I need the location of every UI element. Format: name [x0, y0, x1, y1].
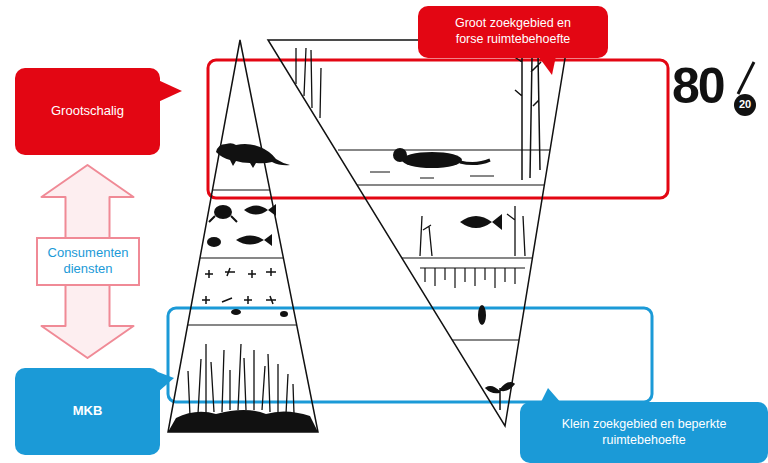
- callout-box: Groot zoekgebied en forse ruimtebehoefte: [418, 6, 608, 58]
- water-line: [338, 149, 550, 150]
- edge-label: Consumenten diensten: [36, 237, 140, 286]
- pyramid-divider: [357, 185, 544, 340]
- ratio-number: 20: [734, 98, 756, 111]
- larva-icon: [478, 305, 486, 325]
- node-text: Groot zoekgebied en forse ruimtebehoefte: [443, 16, 583, 47]
- text-group: Klein zoekgebied en beperkte ruimtebehoe…: [562, 417, 727, 448]
- ripples: [370, 172, 494, 178]
- otter-icon: [216, 143, 290, 168]
- red-band: [208, 60, 668, 198]
- root-comb: [420, 268, 525, 288]
- insect-icon: [231, 309, 241, 315]
- otter-icon: [402, 152, 462, 168]
- segment-box: Grootschalig: [15, 68, 160, 155]
- segment-box: MKB: [15, 368, 160, 455]
- fish-icon: [236, 234, 272, 246]
- text-group: Groot zoekgebied en forse ruimtebehoefte: [443, 16, 583, 47]
- beetle-icon: [207, 237, 221, 247]
- food-pyramid: [168, 40, 318, 432]
- callout-box: Klein zoekgebied en beperkte ruimtebehoe…: [520, 402, 768, 463]
- habitat-pyramid: [268, 40, 568, 426]
- ratio-slash: [738, 62, 754, 94]
- fish-icon: [460, 214, 502, 230]
- water-plants: [420, 206, 525, 256]
- frog-icon: [214, 205, 232, 219]
- reeds: [296, 48, 321, 118]
- ratio-circle: [734, 94, 756, 116]
- callout-tail: [538, 56, 556, 75]
- node-text: MKB: [73, 403, 103, 419]
- otter-head: [393, 148, 407, 162]
- ratio-number: 80: [672, 56, 724, 116]
- text-group: MKB: [73, 403, 103, 419]
- text-group: Grootschalig: [51, 103, 124, 119]
- insect-icon: [280, 311, 288, 317]
- insect-icons: [202, 268, 276, 304]
- trees: [510, 50, 541, 180]
- otter-tail: [460, 160, 490, 164]
- frog-legs: [209, 216, 237, 222]
- node-text: Klein zoekgebied en beperkte ruimtebehoe…: [562, 417, 727, 448]
- node-text: Grootschalig: [51, 103, 124, 119]
- fish-icon: [244, 204, 276, 216]
- seedling-icon: [486, 383, 514, 410]
- pyramid-divider: [188, 190, 297, 325]
- plant-stems: [188, 344, 294, 416]
- callout-tail: [158, 372, 174, 392]
- callout-tail: [158, 80, 182, 102]
